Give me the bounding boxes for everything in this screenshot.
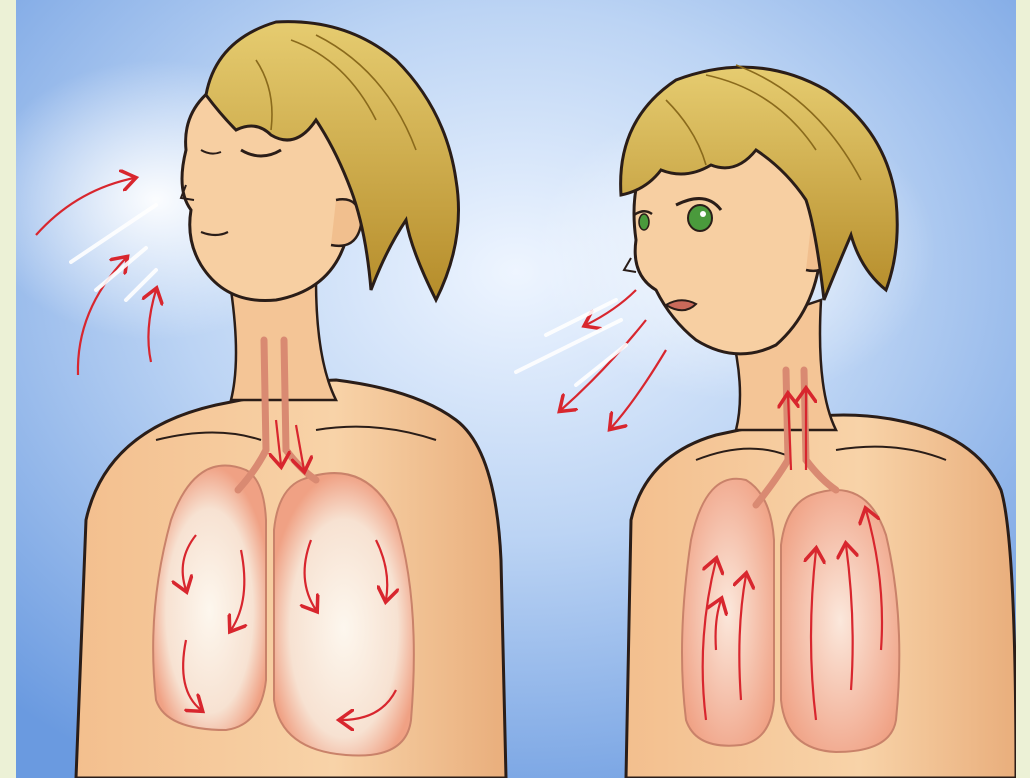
breathing-illustration [16,0,1016,778]
illustration-canvas [16,0,1016,778]
exhale-lung-right [682,479,774,746]
inhale-lung-left [274,473,414,756]
